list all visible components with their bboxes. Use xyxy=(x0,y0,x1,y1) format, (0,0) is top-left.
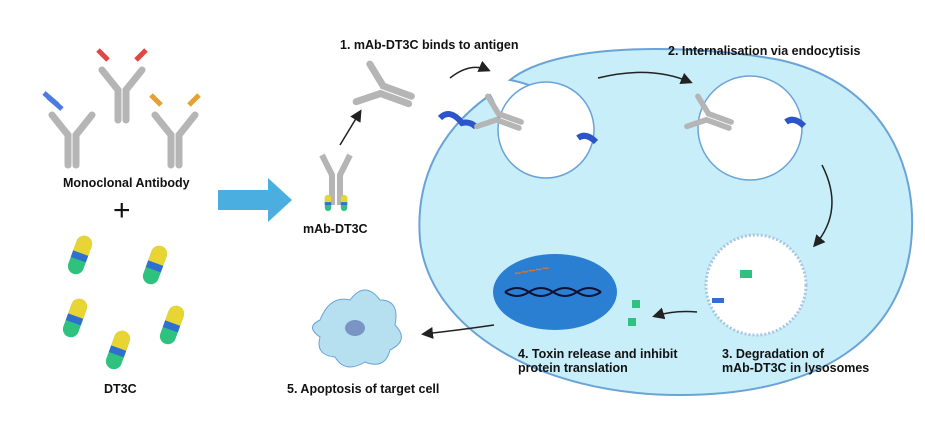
mab-dt3c-graphic xyxy=(319,153,353,211)
monoclonal-antibody-graphic xyxy=(42,48,201,165)
lysosome xyxy=(704,233,808,337)
flow-arrow xyxy=(597,71,693,85)
flow-arrow xyxy=(813,164,833,248)
toxin-fragment xyxy=(712,298,724,303)
nucleus xyxy=(493,254,617,330)
toxin-fragment xyxy=(628,318,636,326)
toxin-fragment xyxy=(632,300,640,308)
toxin-squiggle: ~~~~~ xyxy=(513,261,550,281)
label-mab-dt3c: mAb-DT3C xyxy=(303,222,368,236)
step-2-label: 2. Internalisation via endocytisis xyxy=(668,44,861,58)
step-5-label: 5. Apoptosis of target cell xyxy=(287,382,440,396)
label-dt3c: DT3C xyxy=(104,382,137,396)
step-3-label-line1: 3. Degradation of xyxy=(722,347,825,361)
flow-arrow xyxy=(339,109,362,146)
bound-antibody xyxy=(356,64,417,119)
step-4-label-line2: protein translation xyxy=(518,361,628,375)
endosome xyxy=(497,81,595,179)
plus-sign: + xyxy=(113,194,131,227)
toxin-fragment xyxy=(740,270,752,278)
step-3-label-line2: mAb-DT3C in lysosomes xyxy=(722,361,870,375)
dna-strand xyxy=(504,287,602,297)
big-arrow xyxy=(218,178,292,222)
receptor xyxy=(576,132,599,145)
step-1-label: 1. mAb-DT3C binds to antigen xyxy=(340,38,519,52)
flow-arrow xyxy=(449,60,491,79)
endosome-2 xyxy=(697,75,803,181)
label-monoclonal-antibody: Monoclonal Antibody xyxy=(63,176,190,190)
receptor xyxy=(437,111,479,130)
receptor xyxy=(784,116,807,129)
flow-arrow xyxy=(421,324,495,339)
apoptotic-nucleus xyxy=(345,320,365,336)
step-4-label-line1: 4. Toxin release and inhibit xyxy=(518,347,678,361)
flow-arrow xyxy=(652,307,698,320)
dt3c-capsules xyxy=(60,233,187,372)
